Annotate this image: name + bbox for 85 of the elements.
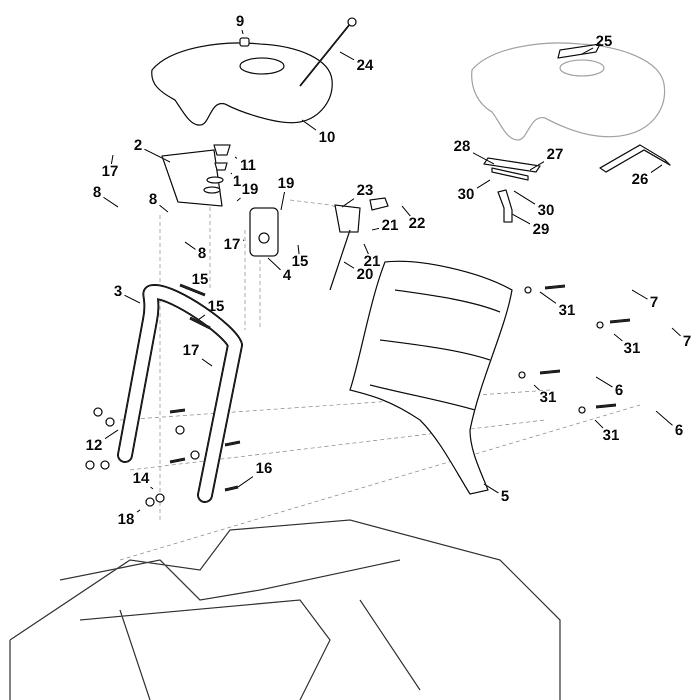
callout-number: 28 — [451, 139, 473, 155]
leader-line — [594, 420, 604, 428]
callout-number: 31 — [621, 341, 643, 357]
leader-line — [372, 228, 380, 231]
callout-number: 4 — [280, 268, 294, 284]
callout-number: 25 — [593, 34, 615, 50]
callout-number: 24 — [354, 58, 376, 74]
leader-line — [672, 328, 681, 336]
callout-number: 20 — [354, 267, 376, 283]
callout-number: 17 — [180, 343, 202, 359]
callout-number: 29 — [530, 222, 552, 238]
leader-line — [632, 290, 648, 300]
callout-number: 8 — [90, 185, 104, 201]
leader-line — [484, 484, 499, 494]
leader-line — [280, 192, 286, 210]
leader-line — [297, 244, 300, 254]
callout-number: 17 — [221, 237, 243, 253]
leader-line — [110, 154, 114, 164]
callout-number: 22 — [406, 216, 428, 232]
callout-number: 19 — [275, 176, 297, 192]
callout-number: 6 — [672, 423, 686, 439]
callout-number: 5 — [498, 489, 512, 505]
leader-line — [124, 294, 140, 304]
callout-number: 7 — [680, 334, 694, 350]
leader-line — [534, 384, 540, 390]
callout-number: 30 — [535, 203, 557, 219]
leader-line — [104, 430, 118, 440]
leader-line — [159, 204, 168, 212]
leader-line — [344, 262, 354, 269]
callout-number: 12 — [83, 438, 105, 454]
leader-line — [103, 196, 118, 208]
leader-line — [614, 334, 623, 342]
callout-number: 7 — [648, 295, 660, 311]
leader-line — [402, 206, 411, 216]
leader-line — [340, 52, 354, 60]
callout-number: 31 — [600, 428, 622, 444]
callout-number: 9 — [234, 14, 246, 30]
leader-line — [242, 239, 244, 241]
callout-number: 17 — [99, 164, 121, 180]
leader-line — [530, 161, 544, 170]
callout-number: 26 — [629, 172, 651, 188]
callout-number: 23 — [354, 183, 376, 199]
callout-number: 8 — [146, 192, 160, 208]
callout-number: 30 — [455, 187, 477, 203]
callout-number: 8 — [196, 246, 208, 262]
leader-line — [150, 486, 154, 490]
leader-line — [198, 314, 206, 320]
callout-number: 31 — [537, 390, 559, 406]
leader-line — [582, 48, 594, 54]
callout-number: 14 — [130, 471, 152, 487]
leader-line — [476, 180, 490, 189]
callout-number: 2 — [132, 138, 144, 154]
leader-line — [136, 510, 140, 513]
leader-line — [241, 30, 244, 34]
callout-number: 16 — [253, 461, 275, 477]
leader-line — [596, 376, 613, 388]
leader-line — [364, 244, 369, 254]
callout-number: 6 — [612, 383, 626, 399]
leader-line — [472, 152, 494, 164]
callout-number: 15 — [205, 299, 227, 315]
callout-number: 31 — [556, 303, 578, 319]
leader-line — [512, 214, 530, 224]
leader-line — [202, 358, 212, 366]
callout-number: 21 — [361, 254, 383, 270]
callout-number: 15 — [189, 272, 211, 288]
callout-number: 10 — [316, 130, 338, 146]
callout-number: 11 — [237, 158, 259, 174]
leader-line — [230, 172, 232, 174]
leader-line — [238, 476, 254, 488]
leader-line — [236, 198, 241, 202]
leader-line — [144, 148, 170, 162]
leader-line — [184, 242, 196, 250]
leader-line — [302, 120, 316, 131]
callout-number: 21 — [379, 218, 401, 234]
callout-number: 3 — [112, 284, 124, 300]
callout-number: 15 — [289, 254, 311, 270]
leader-line — [342, 198, 354, 208]
leader-line — [650, 164, 662, 173]
leader-line — [656, 410, 673, 426]
callout-number: 18 — [115, 512, 137, 528]
callout-number: 27 — [544, 147, 566, 163]
leader-line — [540, 292, 556, 304]
leader-line — [234, 156, 238, 159]
leader-line — [268, 258, 281, 270]
leader-line — [514, 190, 536, 205]
